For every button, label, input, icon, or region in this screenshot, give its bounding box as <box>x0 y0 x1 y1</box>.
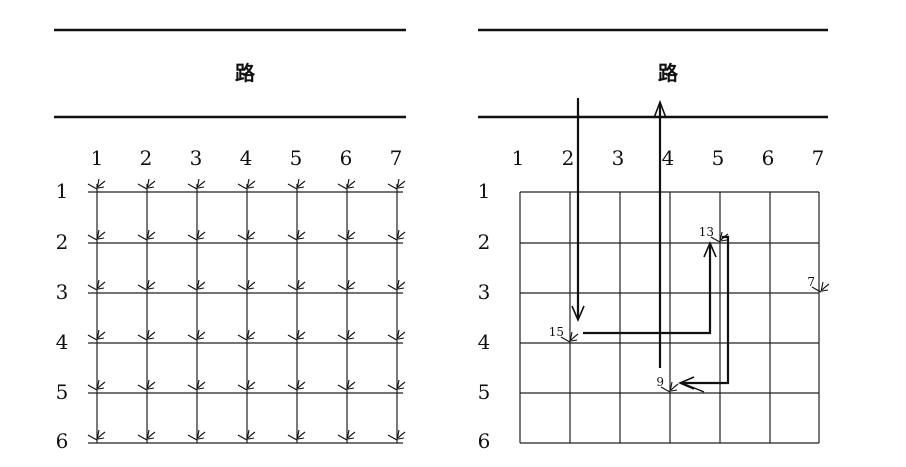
sprout-icon <box>87 429 106 441</box>
sprout-icon <box>187 429 206 441</box>
sprout-icon <box>337 379 356 391</box>
sprout-icon <box>387 379 406 391</box>
sprout-icon <box>187 329 206 341</box>
right-col-label: 3 <box>612 146 625 170</box>
sprout-icon <box>337 329 356 341</box>
sprout-icon <box>560 331 579 343</box>
right-row-label: 4 <box>478 330 491 354</box>
path-13-to-9 <box>682 235 730 385</box>
right-row-label: 1 <box>478 179 491 203</box>
right-col-label: 7 <box>812 146 825 170</box>
right-plants: 13 7 15 9 <box>549 225 830 393</box>
right-column-labels: 1 2 3 4 5 6 7 <box>512 146 825 170</box>
sprout-icon <box>237 279 256 291</box>
arrowhead-9 <box>677 376 695 390</box>
sprout-icon <box>137 379 156 391</box>
sprout-icon <box>137 279 156 291</box>
sprout-icon <box>387 429 406 441</box>
left-row-label: 1 <box>56 179 69 203</box>
left-column-labels: 1 2 3 4 5 6 7 <box>91 146 403 170</box>
right-col-label: 2 <box>562 146 575 170</box>
sprout-icon <box>87 379 106 391</box>
sprout-icon <box>187 178 206 190</box>
sprout-icon <box>87 229 106 241</box>
left-col-label: 6 <box>340 146 353 170</box>
sprout-icon <box>387 178 406 190</box>
sprout-icon <box>387 329 406 341</box>
sprout-icon <box>237 229 256 241</box>
sprout-icon <box>237 329 256 341</box>
sprout-icon <box>137 429 156 441</box>
plant-count-label: 13 <box>699 225 714 239</box>
left-col-label: 4 <box>240 146 253 170</box>
left-row-labels: 1 2 3 4 5 6 <box>56 179 69 453</box>
sprout-icon <box>287 178 306 190</box>
left-col-label: 7 <box>390 146 403 170</box>
sprout-icon <box>287 279 306 291</box>
sprout-icon <box>87 279 106 291</box>
left-row-label: 6 <box>56 429 69 453</box>
right-row-label: 2 <box>478 230 491 254</box>
sprout-icon <box>287 229 306 241</box>
sprout-icon <box>137 178 156 190</box>
plant-count-label: 7 <box>807 275 815 289</box>
left-row-label: 5 <box>56 380 69 404</box>
right-grid <box>519 191 820 444</box>
left-grid <box>88 184 403 444</box>
sprout-icon <box>187 279 206 291</box>
right-row-labels: 1 2 3 4 5 6 <box>478 179 491 453</box>
left-plants <box>87 178 406 441</box>
sprout-icon <box>387 229 406 241</box>
sprout-icon <box>337 279 356 291</box>
right-row-label: 5 <box>478 380 491 404</box>
left-road-label: 路 <box>235 61 256 85</box>
sprout-icon <box>137 329 156 341</box>
sprout-icon <box>237 379 256 391</box>
left-col-label: 2 <box>140 146 153 170</box>
arrow-tail-9 <box>681 382 705 393</box>
path-15-to-13 <box>583 243 712 335</box>
sprout-icon <box>187 379 206 391</box>
sprout-icon <box>287 379 306 391</box>
left-col-label: 3 <box>190 146 203 170</box>
sprout-icon <box>337 178 356 190</box>
left-col-label: 5 <box>290 146 303 170</box>
sprout-icon <box>387 279 406 291</box>
arrowhead-15 <box>571 305 585 323</box>
right-col-label: 6 <box>762 146 775 170</box>
arrowhead-13 <box>703 240 717 258</box>
right-row-label: 6 <box>478 429 491 453</box>
left-col-label: 1 <box>91 146 104 170</box>
sprout-icon <box>87 178 106 190</box>
sprout-icon <box>237 429 256 441</box>
sprout-icon <box>237 178 256 190</box>
sprout-icon <box>337 229 356 241</box>
sprout-icon <box>660 381 679 393</box>
right-col-label: 4 <box>662 146 675 170</box>
plant-count-label: 9 <box>656 375 664 389</box>
sprout-icon <box>710 231 729 243</box>
sprout-icon <box>287 329 306 341</box>
walking-paths <box>571 98 730 393</box>
left-panel: 路 1 2 3 4 5 6 7 1 2 3 4 5 6 <box>54 28 406 453</box>
left-row-label: 4 <box>56 330 69 354</box>
right-road-label: 路 <box>658 61 679 85</box>
arrowhead-road <box>653 99 667 119</box>
sprout-icon <box>811 281 830 293</box>
right-col-label: 5 <box>712 146 725 170</box>
sprout-icon <box>287 429 306 441</box>
sprout-icon <box>337 429 356 441</box>
left-row-label: 3 <box>56 280 69 304</box>
plant-count-label: 15 <box>549 325 564 339</box>
left-row-label: 2 <box>56 230 69 254</box>
sprout-icon <box>187 229 206 241</box>
sprout-icon <box>87 329 106 341</box>
right-row-label: 3 <box>478 280 491 304</box>
sprout-icon <box>137 229 156 241</box>
right-col-label: 1 <box>512 146 525 170</box>
